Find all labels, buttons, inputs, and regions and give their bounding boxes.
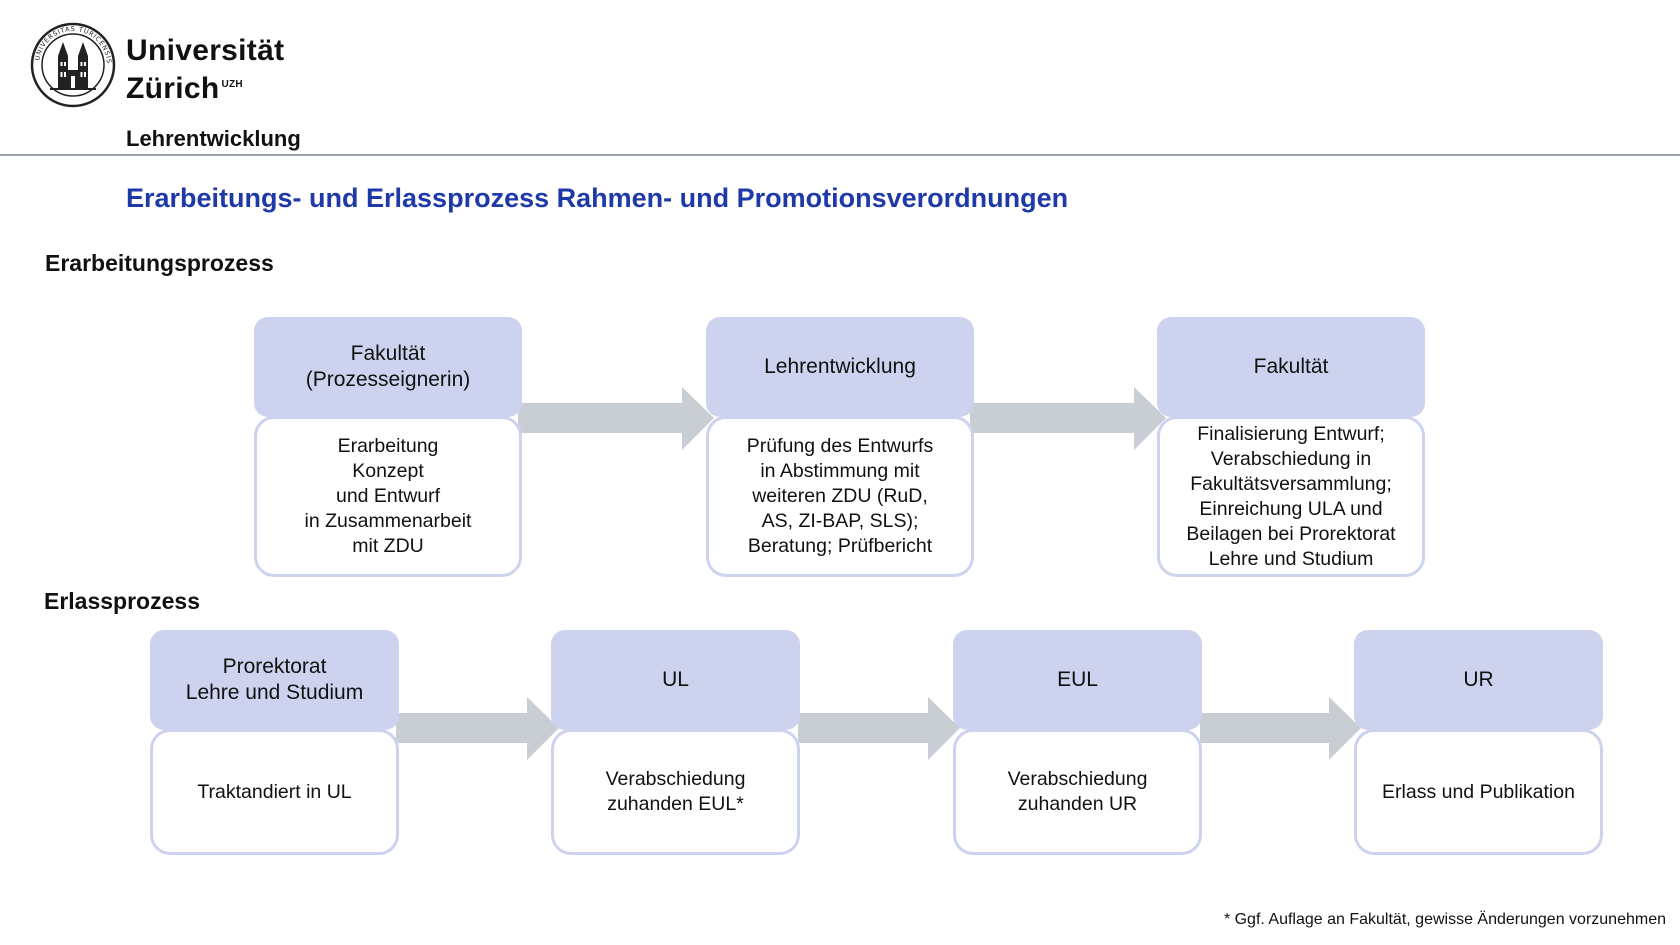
arrow-erlass-1 — [396, 697, 559, 760]
university-name-line1: Universität — [126, 34, 285, 67]
arrow-erlass-3 — [1200, 697, 1361, 760]
arrow-erarbeitung-2 — [970, 387, 1166, 450]
step-actor: Prorektorat Lehre und Studium — [150, 630, 399, 730]
step-description: Erlass und Publikation — [1354, 729, 1603, 855]
section-label-erarbeitung: Erarbeitungsprozess — [45, 250, 274, 276]
process-step-erarbeitung-1: Fakultät (Prozesseignerin) Erarbeitung K… — [254, 317, 522, 577]
arrow-erarbeitung-1 — [518, 387, 714, 450]
footnote: * Ggf. Auflage an Fakultät, gewisse Ände… — [1223, 911, 1666, 928]
uzh-superscript: UZH — [221, 79, 243, 90]
uzh-seal-logo: UNIVERSITAS TURICENSIS MDCCCXXXIII — [30, 22, 116, 108]
department-label: Lehrentwicklung — [126, 126, 301, 151]
step-description: Traktandiert in UL — [150, 729, 399, 855]
step-actor: UL — [551, 630, 800, 730]
step-description: Verabschiedung zuhanden EUL* — [551, 729, 800, 855]
process-step-erlass-2: UL Verabschiedung zuhanden EUL* — [551, 630, 800, 855]
page-title: Erarbeitungs- und Erlassprozess Rahmen- … — [126, 183, 1069, 213]
process-step-erlass-1: Prorektorat Lehre und Studium Traktandie… — [150, 630, 399, 855]
step-description: Finalisierung Entwurf; Verabschiedung in… — [1157, 416, 1425, 577]
step-actor: Fakultät (Prozesseignerin) — [254, 317, 522, 417]
step-description: Verabschiedung zuhanden UR — [953, 729, 1202, 855]
step-actor: Fakultät — [1157, 317, 1425, 417]
university-name-line2: Zürich — [126, 72, 220, 105]
step-actor: UR — [1354, 630, 1603, 730]
step-actor: EUL — [953, 630, 1202, 730]
header-divider — [0, 154, 1680, 156]
process-step-erlass-4: UR Erlass und Publikation — [1354, 630, 1603, 855]
arrow-erlass-2 — [798, 697, 960, 760]
process-step-erarbeitung-3: Fakultät Finalisierung Entwurf; Verabsch… — [1157, 317, 1425, 577]
step-description: Prüfung des Entwurfs in Abstimmung mit w… — [706, 416, 974, 577]
step-actor: Lehrentwicklung — [706, 317, 974, 417]
step-description: Erarbeitung Konzept und Entwurf in Zusam… — [254, 416, 522, 577]
process-step-erlass-3: EUL Verabschiedung zuhanden UR — [953, 630, 1202, 855]
section-label-erlass: Erlassprozess — [44, 588, 200, 614]
process-step-erarbeitung-2: Lehrentwicklung Prüfung des Entwurfs in … — [706, 317, 974, 577]
